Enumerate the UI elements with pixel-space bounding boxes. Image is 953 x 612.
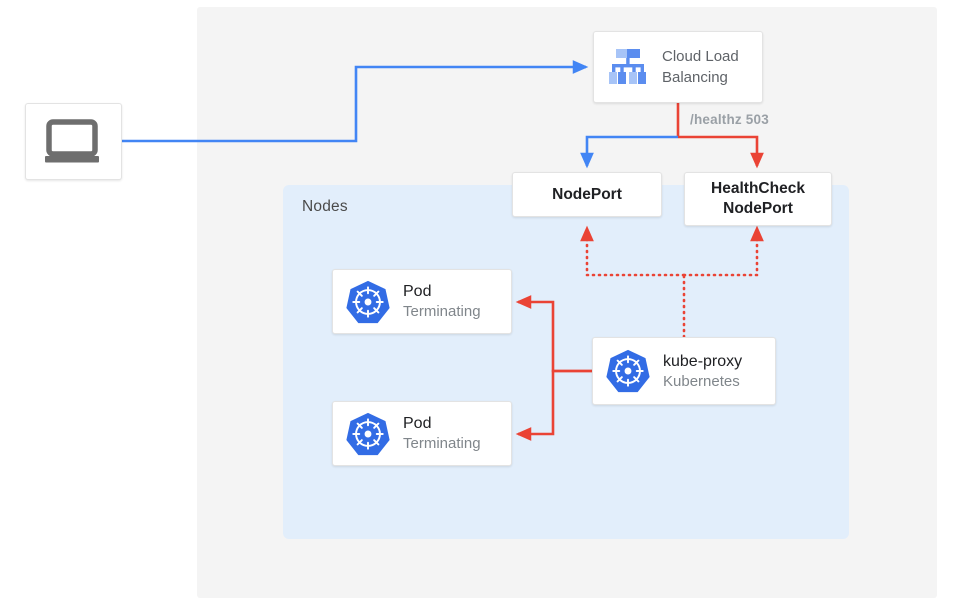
kubernetes-icon bbox=[346, 280, 390, 323]
pod-1-status: Terminating bbox=[403, 303, 481, 320]
cloud-load-balancing-node: Cloud Load Balancing bbox=[593, 31, 763, 103]
cloud-load-balancing-label-line1: Cloud Load bbox=[662, 48, 739, 65]
pod-node-1: Pod Terminating bbox=[332, 269, 512, 334]
nodeport-label: NodePort bbox=[552, 185, 622, 203]
pod-2-title: Pod bbox=[403, 415, 432, 432]
nodeport-node: NodePort bbox=[512, 172, 662, 217]
laptop-icon bbox=[44, 118, 99, 162]
pod-node-2: Pod Terminating bbox=[332, 401, 512, 466]
pod-1-title: Pod bbox=[403, 283, 432, 300]
kube-proxy-subtitle: Kubernetes bbox=[663, 372, 740, 390]
cloud-load-balancing-label-line2: Balancing bbox=[662, 69, 728, 86]
kube-proxy-node: kube-proxy Kubernetes bbox=[592, 337, 776, 405]
pod-2-status: Terminating bbox=[403, 435, 481, 452]
cloud-load-balancing-label: Cloud Load Balancing bbox=[662, 46, 739, 88]
cloud-load-balancing-icon bbox=[609, 49, 646, 84]
kubernetes-icon bbox=[346, 412, 390, 455]
kubernetes-icon bbox=[606, 349, 650, 393]
kube-proxy-title: kube-proxy bbox=[663, 352, 743, 370]
client-node bbox=[25, 103, 122, 180]
healthcheck-nodeport-label-line1: HealthCheck bbox=[711, 180, 805, 197]
pod-1-text: Pod Terminating bbox=[403, 282, 481, 321]
healthcheck-nodeport-label-line2: NodePort bbox=[723, 200, 793, 217]
pod-2-text: Pod Terminating bbox=[403, 414, 481, 453]
kube-proxy-text: kube-proxy Kubernetes bbox=[663, 352, 742, 391]
healthz-edge-label: /healthz 503 bbox=[690, 112, 769, 127]
nodes-region-label: Nodes bbox=[302, 198, 348, 215]
healthcheck-nodeport-node: HealthCheck NodePort bbox=[684, 172, 832, 226]
healthcheck-nodeport-label: HealthCheck NodePort bbox=[711, 179, 805, 219]
